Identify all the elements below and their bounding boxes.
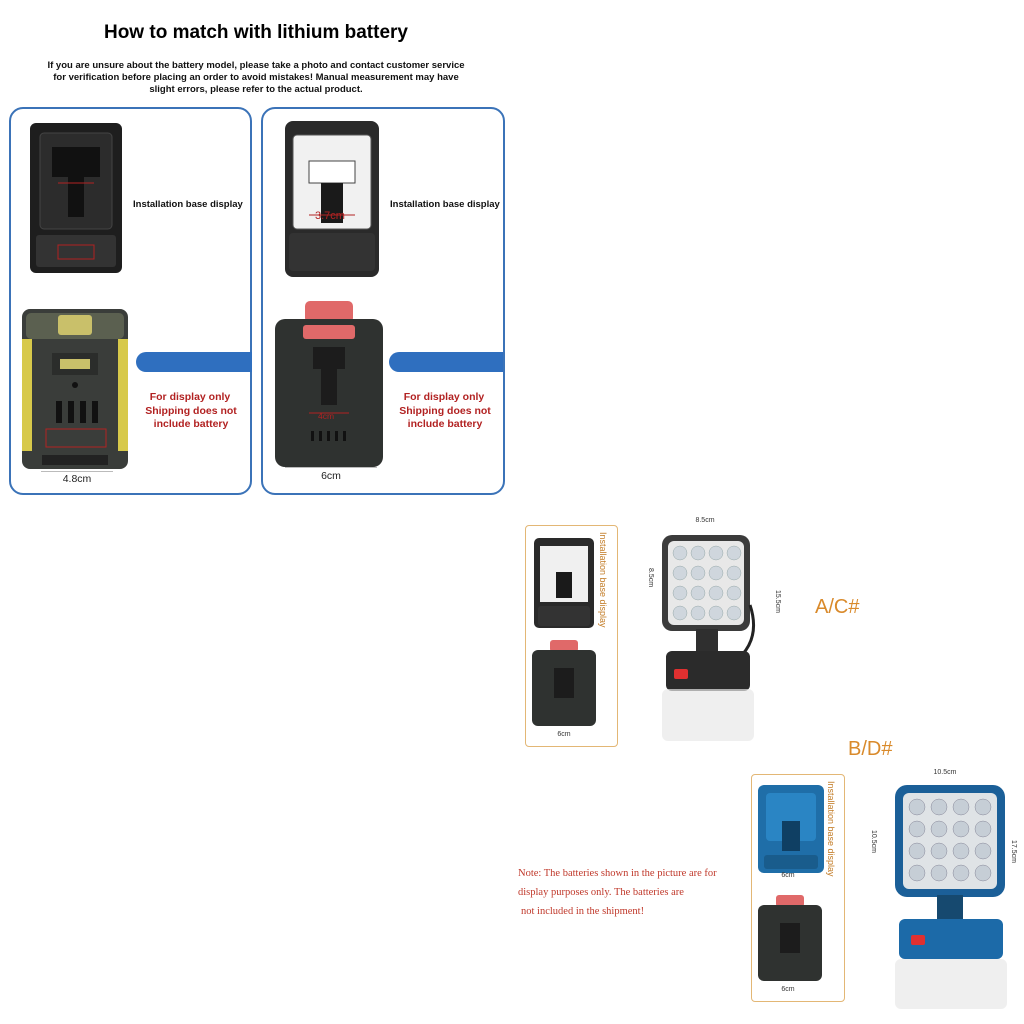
right-width-dimension: 6cm — [321, 470, 341, 482]
bd-light-width: 10.5cm — [933, 769, 957, 776]
bd-base-dimension: 6cm — [781, 872, 795, 879]
note-line-3: not included in the shipment! — [521, 906, 645, 917]
bd-battery-subpanel: 6cm 6cm Installation base display — [751, 774, 845, 1002]
left-width-dimension: 4.8cm — [62, 473, 92, 485]
right-battery-panel: 3.7cm Installation base display 4cm 6cm … — [261, 107, 505, 495]
installation-base-label: Installation base display — [133, 199, 243, 210]
note-line-1: Note: The batteries shown in the picture… — [518, 868, 717, 879]
ac-light-width: 8.5cm — [695, 517, 715, 524]
note-text: Note: The batteries shown in the picture… — [518, 864, 750, 921]
ac-battery-dimension: 6cm — [557, 731, 571, 738]
ac-variant-label: A/C# — [815, 596, 860, 618]
ac-base-image — [534, 538, 594, 633]
right-shipping-note: Shipping does not include battery — [399, 405, 491, 430]
right-slot-dimension: 3.7cm — [315, 210, 345, 222]
bd-light-image — [875, 775, 1020, 1020]
ac-installation-label: Installation base display — [598, 532, 608, 628]
ac-battery-image — [532, 640, 596, 731]
right-width-dimline — [285, 467, 377, 468]
note-line-2: display purposes only. The batteries are — [518, 887, 684, 898]
ac-light-height: 8.5cm — [647, 568, 654, 588]
installation-base-label: Installation base display — [390, 199, 500, 210]
right-inner-dimension: 4cm — [318, 411, 335, 421]
bd-battery-image — [758, 895, 822, 986]
ac-light-image — [650, 525, 790, 750]
bd-base-image — [758, 785, 824, 878]
bd-battery-dimension: 6cm — [781, 986, 795, 993]
right-connector-bar — [389, 352, 503, 372]
left-shipping-note: Shipping does not include battery — [145, 405, 237, 430]
bd-variant-label: B/D# — [848, 738, 893, 760]
page-subtitle: If you are unsure about the battery mode… — [47, 60, 465, 95]
left-battery-panel: Installation base display 4.8cm For disp… — [9, 107, 252, 495]
ac-total-height: 15.5cm — [774, 590, 781, 613]
left-connector-bar — [136, 352, 252, 372]
battery-image — [275, 301, 383, 467]
right-display-only: For display only — [403, 391, 485, 403]
page-title: How to match with lithium battery — [103, 22, 408, 43]
left-display-only: For display only — [149, 391, 231, 403]
bd-total-height: 17.5cm — [1010, 840, 1017, 863]
bd-installation-label: Installation base display — [826, 781, 836, 877]
installation-base-image — [30, 123, 122, 273]
installation-base-image — [283, 121, 381, 277]
bd-light-height: 10.5cm — [870, 830, 877, 853]
ac-battery-subpanel: 6cm Installation base display — [525, 525, 618, 747]
battery-image — [22, 309, 128, 469]
left-width-dimline — [41, 471, 113, 472]
